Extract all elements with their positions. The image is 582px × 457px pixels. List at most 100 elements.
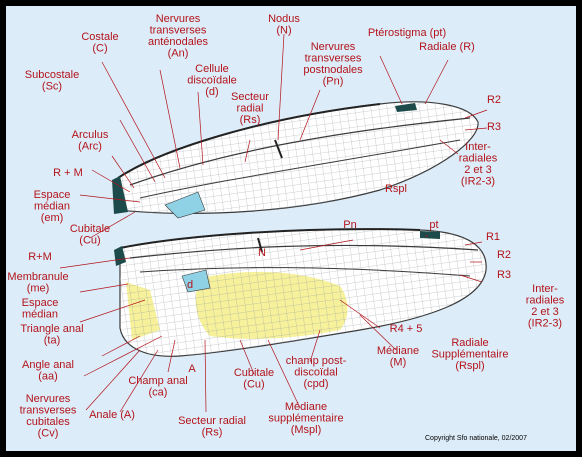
- label-nervures-postnodales: Nervurestransversespostnodales(Pn): [303, 41, 363, 88]
- label-line: postnodales: [303, 64, 363, 76]
- label-line: Champ anal: [128, 375, 187, 387]
- label-line: (C): [92, 43, 107, 55]
- label-line: Rspl: [385, 183, 407, 195]
- label-line: (aa): [38, 371, 58, 383]
- label-line: R3: [487, 121, 501, 133]
- label-line: d: [187, 279, 193, 291]
- label-d: d: [187, 279, 193, 291]
- forewing-cells: [100, 90, 500, 230]
- label-line: Nervures: [311, 41, 356, 53]
- label-line: Secteur radial: [178, 415, 246, 427]
- label-line: Nervures: [156, 13, 201, 25]
- label-line: (Pn): [323, 76, 344, 88]
- label-line: Membranule: [7, 271, 68, 283]
- label-line: Inter-: [532, 283, 558, 295]
- label-costale: Costale(C): [81, 31, 118, 55]
- label-line: Costale: [81, 31, 118, 43]
- label-line: (N): [276, 25, 291, 37]
- label-line: discoïdale: [187, 75, 237, 87]
- label-line: médian: [22, 309, 58, 321]
- label-triangle-anal: Triangle anal(ta): [20, 323, 83, 347]
- label-line: Radiale: [451, 337, 488, 349]
- label-line: R1: [486, 231, 500, 243]
- label-line: R4 + 5: [390, 323, 423, 335]
- label-line: N: [258, 247, 266, 259]
- label-r4-5: R4 + 5: [390, 323, 423, 335]
- label-line: (d): [205, 86, 218, 98]
- label-line: champ post-: [286, 355, 347, 367]
- label-r3-bottom: R3: [497, 269, 511, 281]
- label-anale: Anale (A): [89, 409, 135, 421]
- label-line: Secteur: [231, 91, 269, 103]
- label-champ-post: champ post-discoïdal(cpd): [286, 355, 347, 390]
- label-line: Inter-: [465, 141, 491, 153]
- label-line: R + M: [53, 167, 83, 179]
- label-line: transverses: [150, 25, 207, 37]
- label-pterostigma: Ptérostigma (pt): [368, 27, 446, 39]
- label-mediane: Médiane(M): [377, 345, 419, 369]
- label-line: Angle anal: [22, 359, 74, 371]
- label-line: radiales: [459, 153, 498, 165]
- label-line: (Cu): [243, 379, 264, 391]
- label-line: (Mspl): [291, 424, 322, 436]
- label-subcostale: Subcostale(Sc): [25, 69, 79, 93]
- label-line: R3: [497, 269, 511, 281]
- forewing: [100, 90, 500, 230]
- label-r-m-bottom: R+M: [28, 251, 52, 263]
- label-line: A: [188, 363, 196, 375]
- label-line: Arculus: [72, 129, 109, 141]
- label-n: N: [258, 247, 266, 259]
- label-line: R+M: [28, 251, 52, 263]
- label-rspl-top: Rspl: [385, 183, 407, 195]
- label-line: pt: [429, 219, 438, 231]
- label-cubitale-top: Cubitale(Cu): [70, 223, 110, 247]
- label-line: Ptérostigma (pt): [368, 27, 446, 39]
- label-line: transverses: [20, 405, 77, 417]
- label-nodus: Nodus(N): [268, 13, 300, 37]
- label-angle-anal: Angle anal(aa): [22, 359, 74, 383]
- label-espace-median-top: Espacemédian(em): [34, 189, 71, 224]
- label-r1: R1: [486, 231, 500, 243]
- label-line: radiales: [526, 295, 565, 307]
- label-line: Espace: [34, 189, 71, 201]
- label-line: Supplémentaire: [431, 349, 508, 361]
- label-line: (Rs): [202, 427, 223, 439]
- label-r2-top: R2: [487, 94, 501, 106]
- label-line: transverses: [305, 53, 362, 65]
- label-line: anténodales: [148, 36, 208, 48]
- label-arculus: Arculus(Arc): [72, 129, 109, 153]
- label-line: cubitales: [26, 416, 70, 428]
- hindwing-pterostigma: [420, 231, 440, 239]
- label-line: (ta): [44, 335, 61, 347]
- label-nervures-antenodales: Nervurestransversesanténodales(An): [148, 13, 208, 60]
- label-line: (IR2-3): [461, 176, 495, 188]
- copyright-text: Copyright Sfo nationale, 02/2007: [425, 435, 527, 442]
- hindwing: [100, 220, 500, 370]
- label-champ-anal: Champ anal(ca): [128, 375, 187, 399]
- label-line: Nodus: [268, 13, 300, 25]
- label-line: Cellule: [195, 63, 229, 75]
- label-r2-bottom: R2: [497, 249, 511, 261]
- label-line: (IR2-3): [528, 318, 562, 330]
- label-line: (Rspl): [455, 360, 484, 372]
- pointer-lines: [60, 34, 487, 412]
- label-pt: pt: [429, 219, 438, 231]
- label-line: Cubitale: [70, 223, 110, 235]
- label-line: Espace: [22, 297, 59, 309]
- label-line: Médiane: [377, 345, 419, 357]
- label-line: (Cv): [38, 428, 59, 440]
- hindwing-cells: [100, 220, 500, 370]
- label-r-m-top: R + M: [53, 167, 83, 179]
- label-line: radial: [237, 103, 264, 115]
- label-line: Pn: [343, 219, 356, 231]
- label-line: Médiane: [285, 401, 327, 413]
- label-line: (Sc): [42, 81, 62, 93]
- label-secteur-radial-bottom: Secteur radial(Rs): [178, 415, 246, 439]
